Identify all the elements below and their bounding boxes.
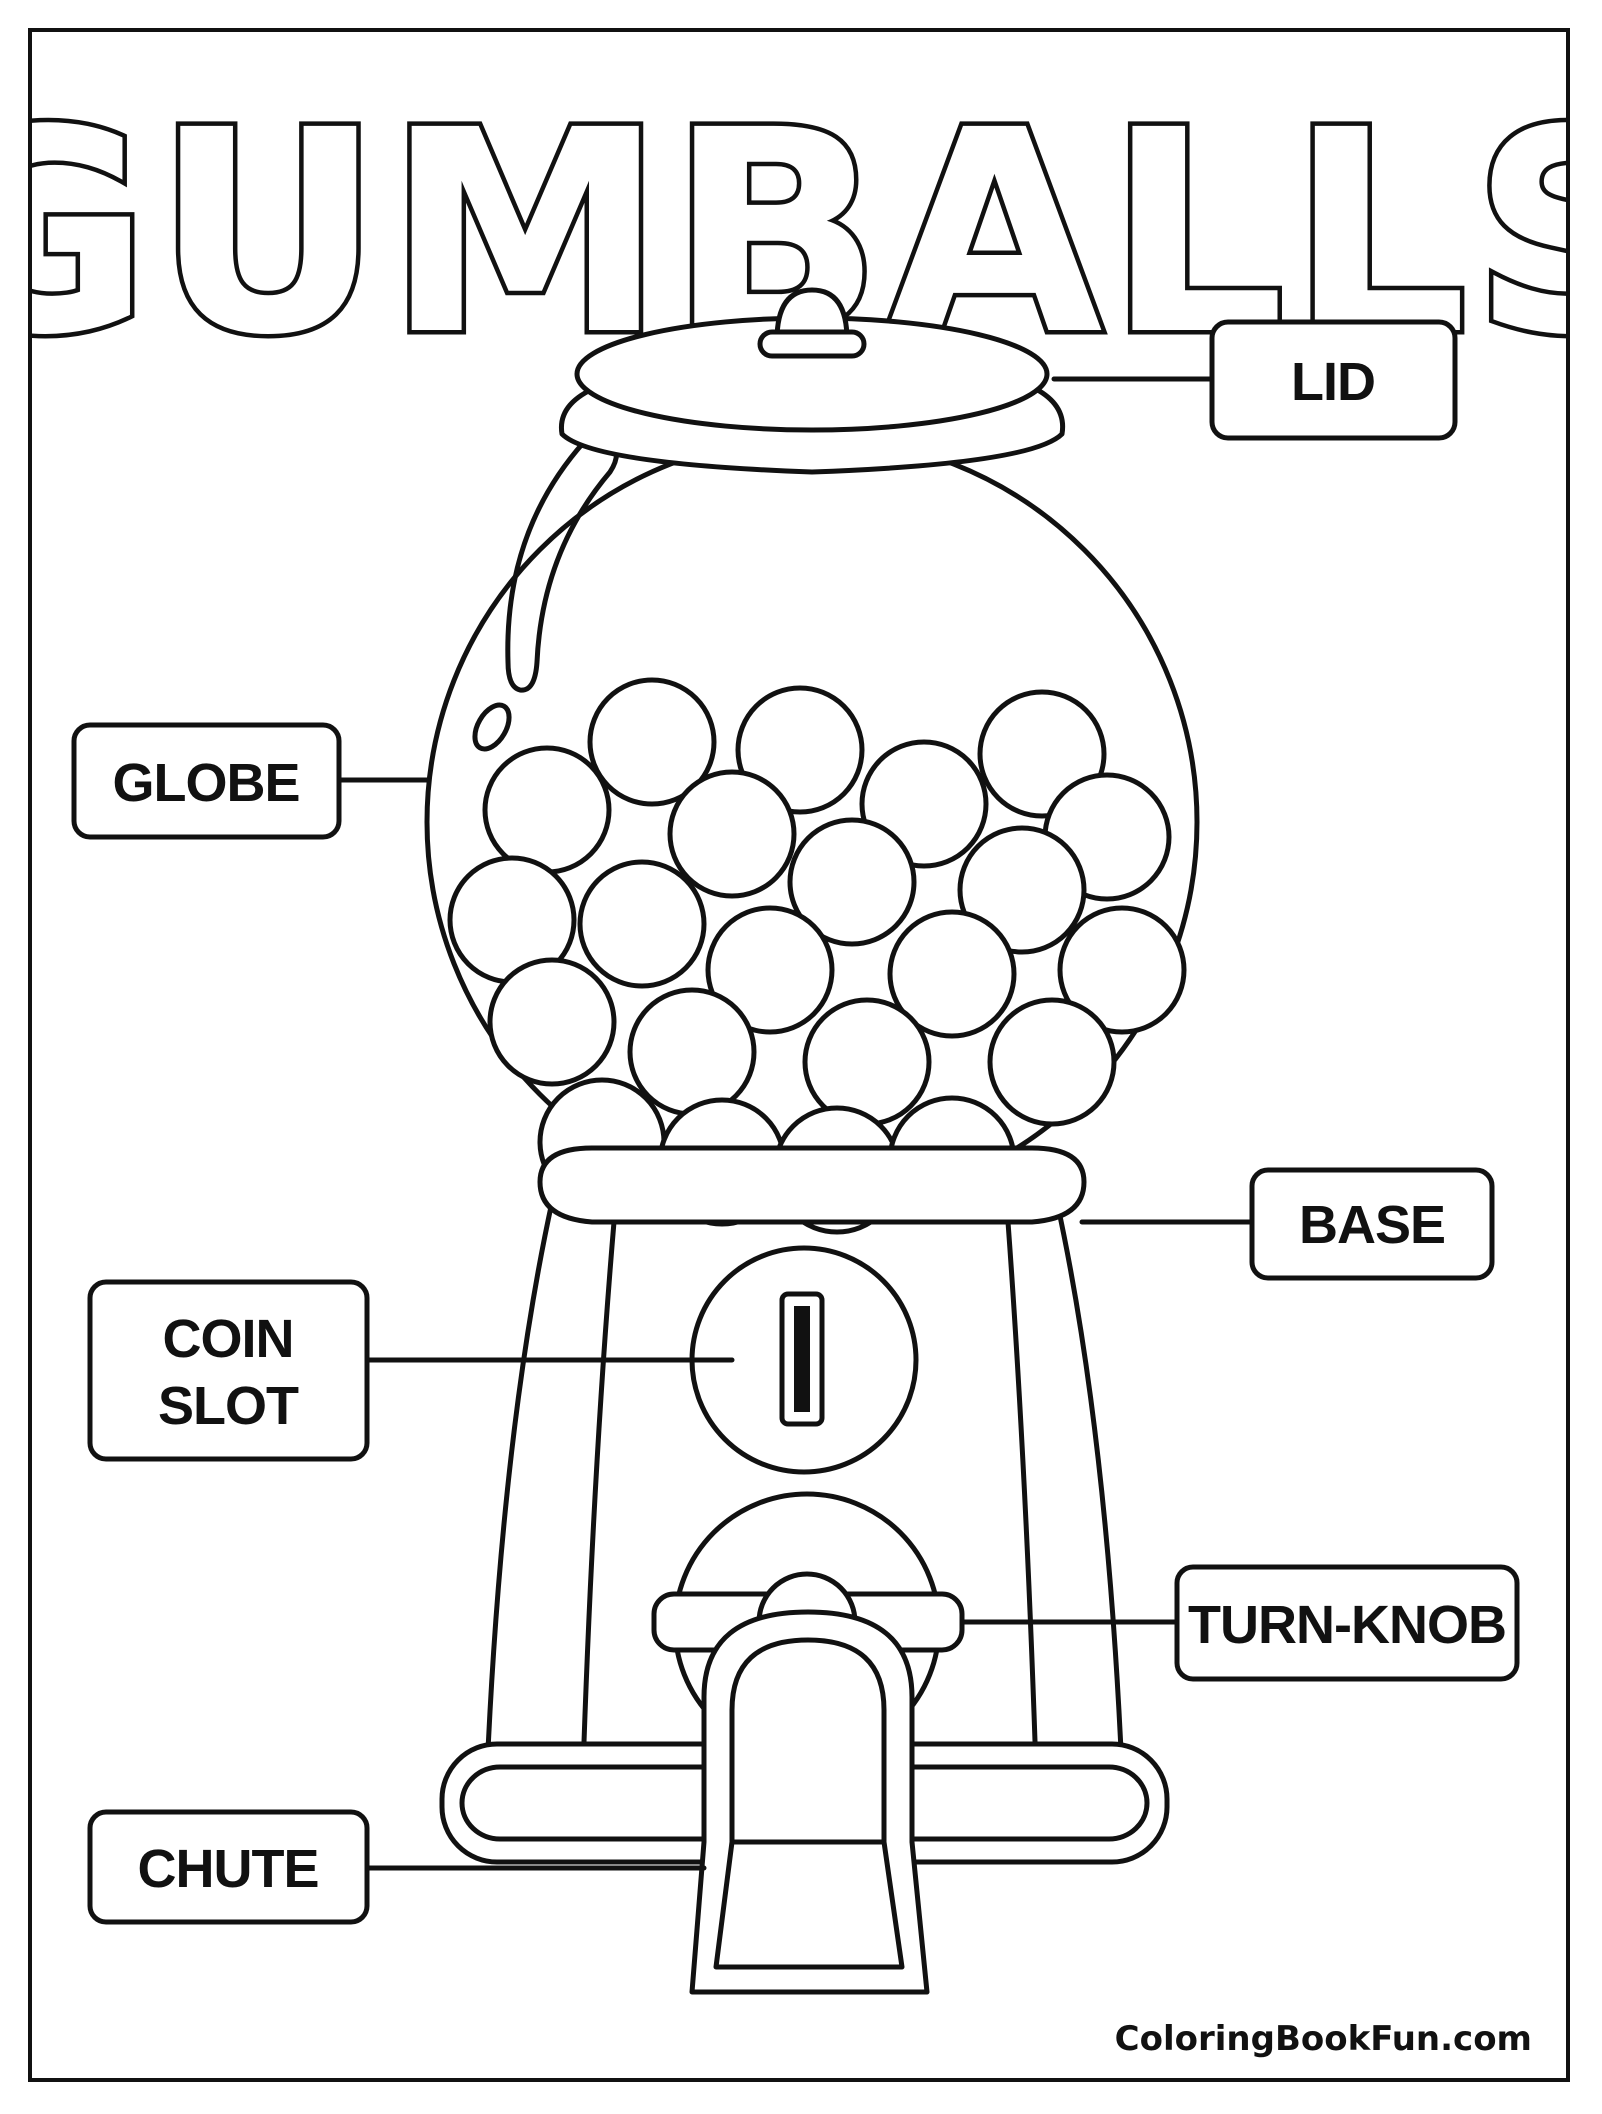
page-title: GUMBALLS [32, 71, 1566, 397]
label-chute-text: CHUTE [138, 1839, 319, 1899]
gumball [787, 817, 917, 947]
label-coin-slot-text-line2: SLOT [158, 1376, 299, 1436]
gumball [987, 997, 1117, 1127]
gumball [705, 905, 835, 1035]
gumball [1057, 905, 1187, 1035]
label-base-box [1249, 1167, 1495, 1281]
gumball [487, 957, 617, 1087]
gumball [482, 745, 612, 875]
label-globe-text: GLOBE [112, 753, 299, 813]
label-coin-slot-box [87, 1279, 370, 1462]
gumball [627, 987, 757, 1117]
gumball [577, 859, 707, 989]
label-chute-box [87, 1809, 370, 1925]
lid-knob [774, 287, 850, 343]
footer-site-name: ColoringBookFun.com [1115, 2019, 1532, 2059]
label-turn-knob-box [1174, 1564, 1520, 1682]
label-lid: LID [1209, 319, 1458, 441]
gumball-machine-illustration [424, 287, 1200, 1995]
label-lid-text: LID [1291, 352, 1375, 412]
coloring-page: GUMBALLS [28, 28, 1570, 2082]
label-base: BASE [1249, 1167, 1495, 1281]
gumball [667, 769, 797, 899]
coin-slot-hole [794, 1306, 810, 1412]
base-panel-line-right [1005, 1219, 1040, 1805]
label-globe-box [71, 722, 342, 840]
base-panel-line-left [579, 1219, 617, 1805]
label-globe: GLOBE [71, 722, 342, 840]
globe-highlight-dot [472, 702, 512, 752]
gumball [957, 825, 1087, 955]
gumball [587, 677, 717, 807]
label-coin-slot: COIN SLOT [87, 1279, 370, 1462]
gumball-machine-diagram: GUMBALLS [32, 67, 1566, 2060]
label-chute: CHUTE [87, 1809, 370, 1925]
label-turn-knob-text: TURN-KNOB [1188, 1595, 1506, 1655]
callout-lines [336, 376, 1255, 1871]
chute-tray [713, 1839, 905, 1970]
gumball [802, 997, 932, 1127]
globe-highlight [505, 430, 619, 693]
label-base-text: BASE [1299, 1195, 1445, 1255]
chute-opening [729, 1637, 887, 1845]
gumball [887, 909, 1017, 1039]
lid-knob-base [757, 329, 867, 359]
gumball [735, 685, 865, 815]
label-coin-slot-text-line1: COIN [163, 1309, 294, 1369]
label-lid-box [1209, 319, 1458, 441]
label-turn-knob: TURN-KNOB [1174, 1564, 1520, 1682]
globe-collar [537, 1145, 1087, 1225]
